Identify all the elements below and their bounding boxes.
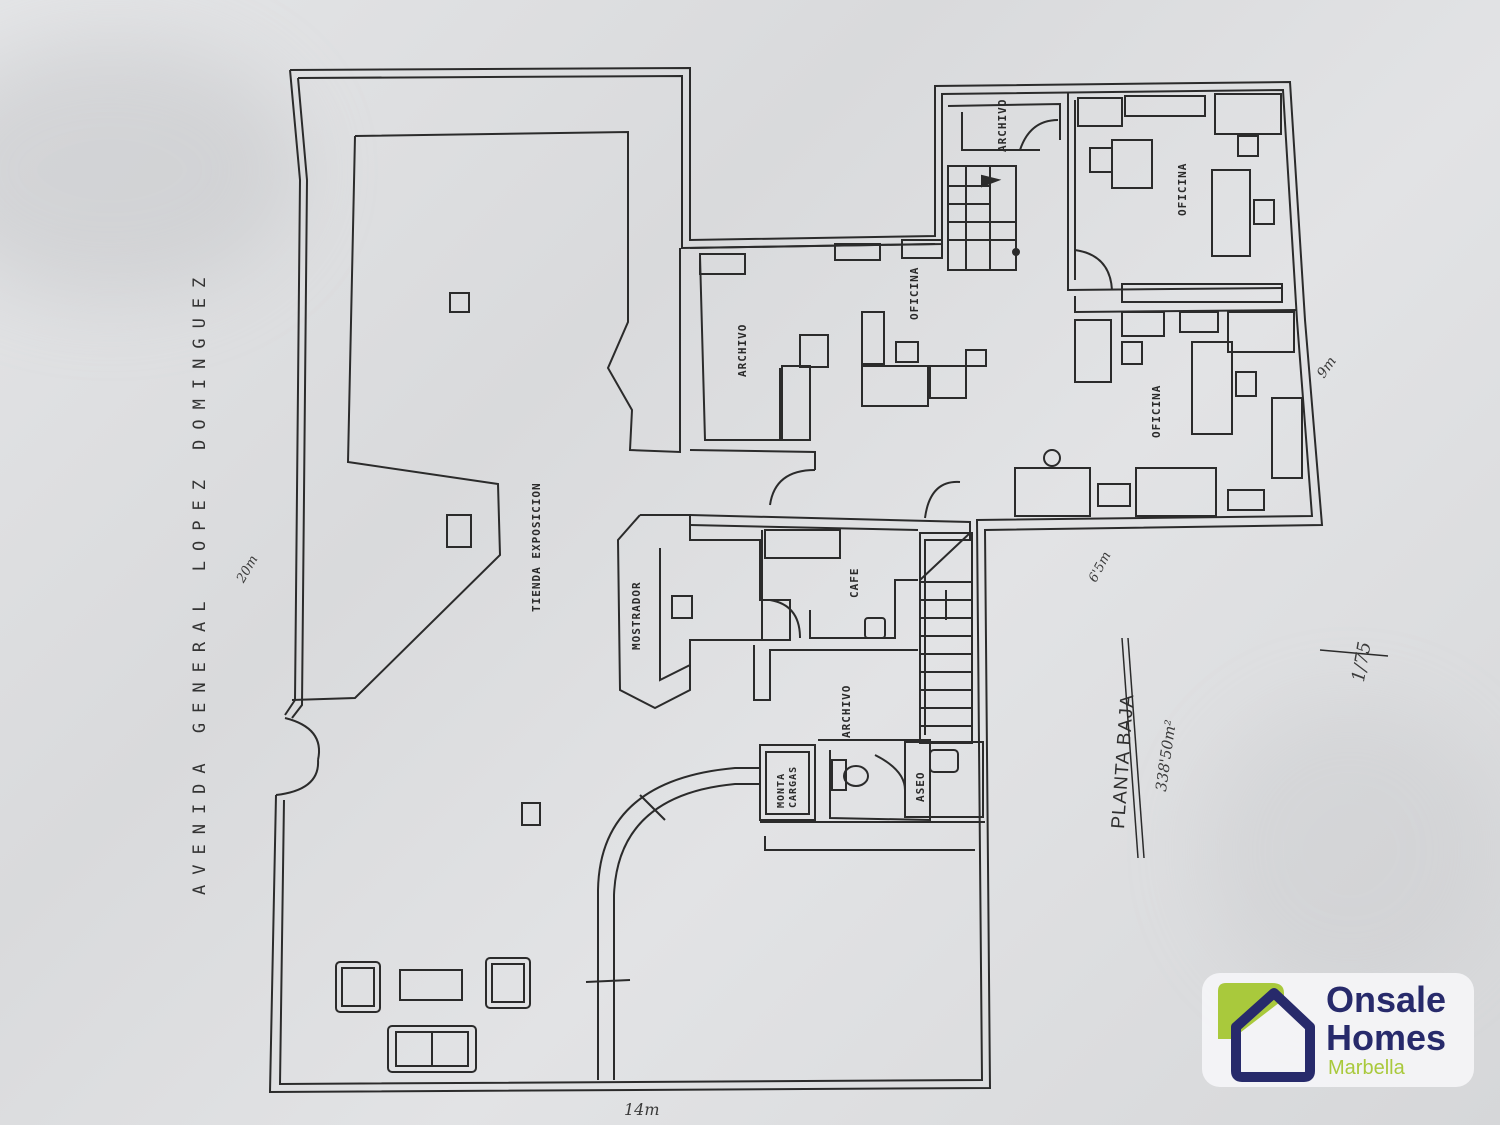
onsale-homes-logo: Onsale Homes Marbella	[1202, 973, 1474, 1087]
logo-line-homes: Homes	[1326, 1017, 1447, 1058]
curved-ramp	[585, 767, 760, 1080]
central-office	[689, 239, 1265, 519]
sofa-set	[335, 957, 531, 1073]
room-label-monta-cargas: MONTA CARGAS	[776, 765, 799, 808]
room-label-oficina-right: OFICINA	[1150, 384, 1163, 438]
house-logo-icon	[1218, 983, 1315, 1082]
room-label-tienda: TIENDA EXPOSICION	[530, 482, 543, 612]
street-label: AVENIDA GENERAL LOPEZ DOMINGUEZ	[190, 267, 210, 895]
counter	[616, 514, 791, 710]
room-label-oficina-top-right: OFICINA	[1176, 162, 1189, 216]
logo-line-onsale: Onsale	[1326, 979, 1447, 1020]
upper-right-rooms	[947, 92, 1303, 479]
logo-line-marbella: Marbella	[1328, 1057, 1405, 1079]
dim-bottom: 14m	[624, 1100, 660, 1119]
exterior-walls	[268, 66, 1324, 1094]
entrance-double-door	[275, 717, 320, 796]
stairs-lower	[919, 532, 973, 744]
room-label-aseo: ASEO	[914, 771, 927, 803]
room-label-archivo-left: ARCHIVO	[736, 323, 749, 377]
display-platform	[354, 130, 681, 454]
logo-brand-text: Onsale Homes	[1326, 981, 1446, 1057]
room-label-mostrador: MOSTRADOR	[630, 581, 643, 650]
room-label-archivo-mid: ARCHIVO	[840, 684, 853, 738]
room-label-archivo-top: ARCHIVO	[996, 98, 1009, 152]
room-label-cafe: CAFE	[848, 567, 861, 599]
room-label-oficina-center: OFICINA	[908, 266, 921, 320]
